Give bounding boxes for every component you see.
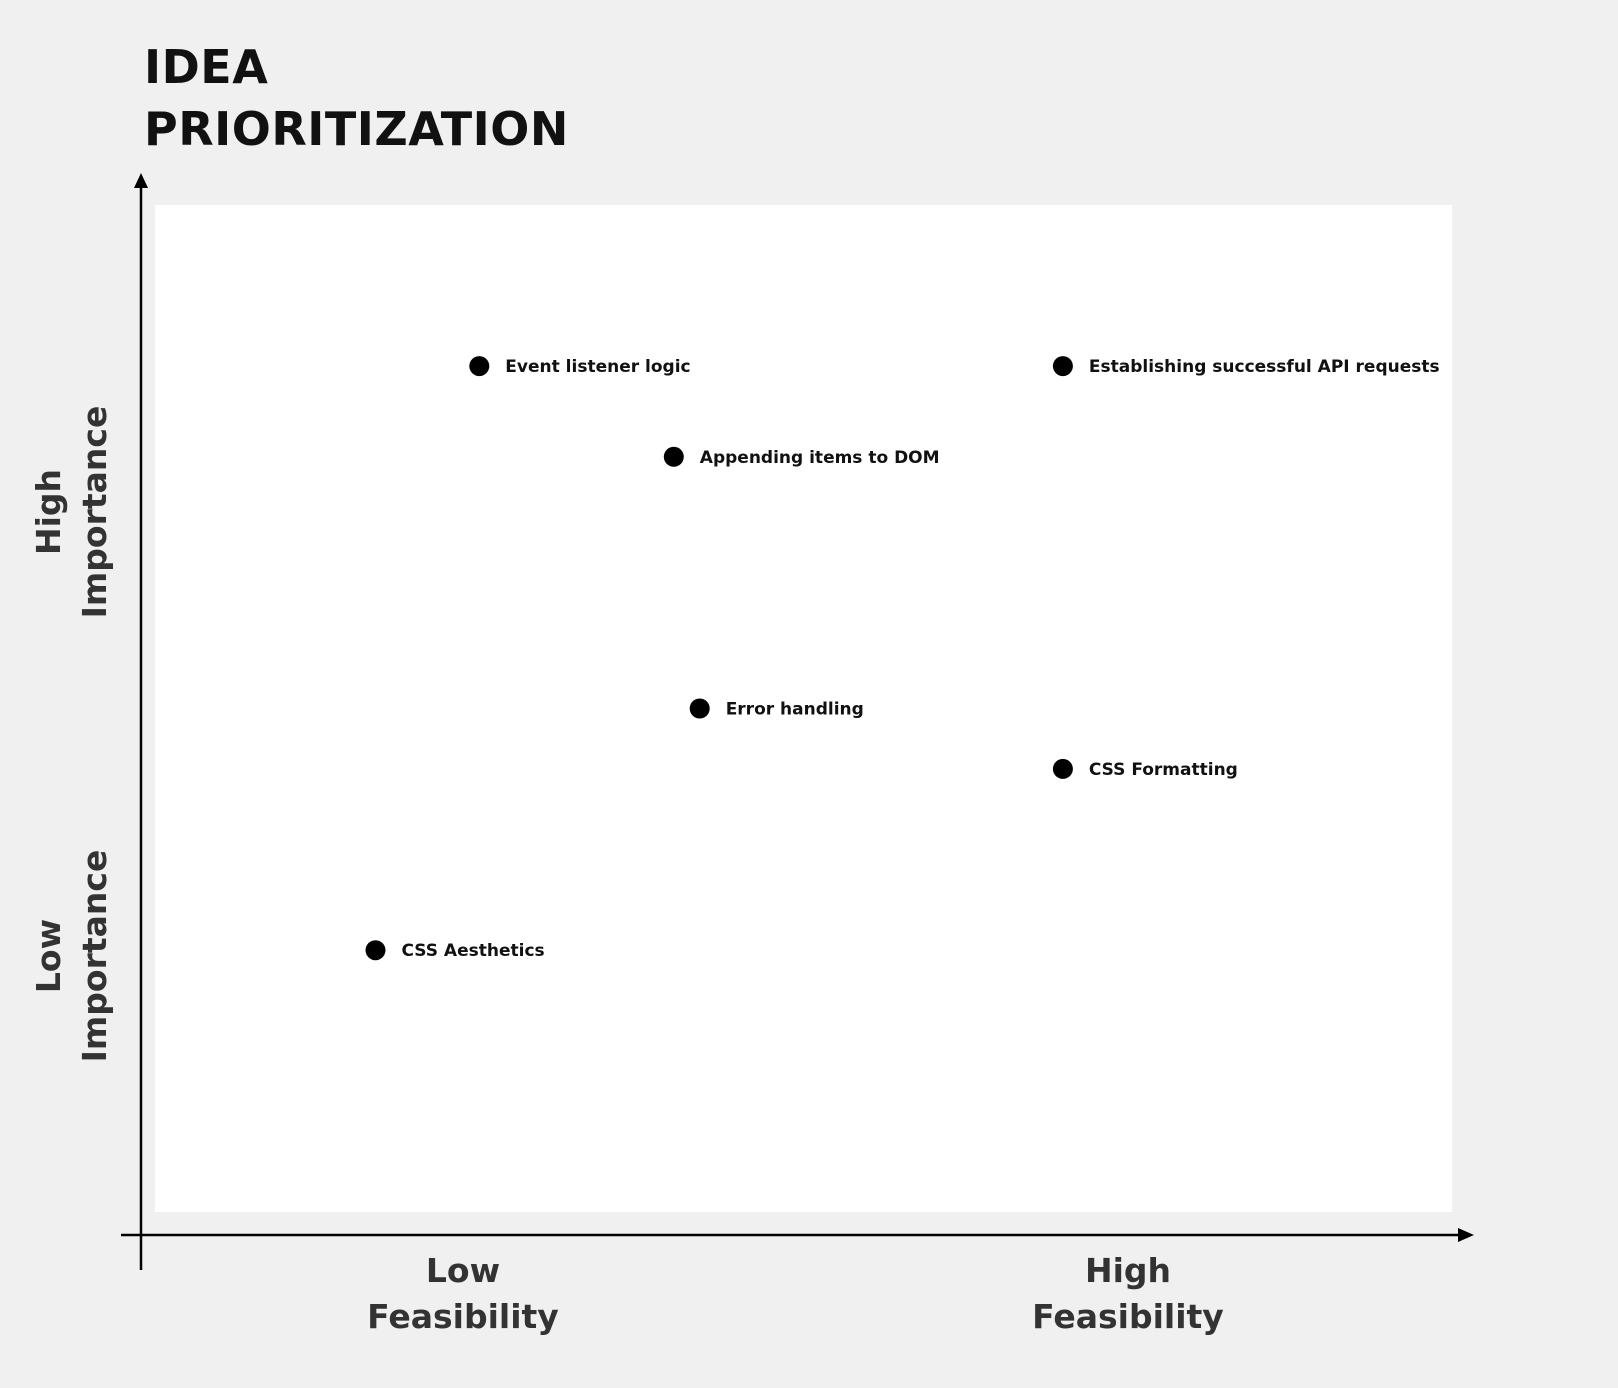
data-point-1 [469, 356, 490, 377]
page-title: IDEA PRIORITIZATION [144, 36, 704, 160]
title-line-1: IDEA [144, 40, 269, 94]
data-point-label-1: Event listener logic [505, 357, 690, 377]
data-points: Event listener logic Establishing success… [365, 356, 1440, 961]
y-axis-label-low-line2: Importance [75, 849, 114, 1063]
x-axis-label-high-line1: High [1084, 1251, 1172, 1290]
x-axis-label-high-line2: Feasibility [1032, 1297, 1224, 1336]
y-axis-arrow-icon [134, 173, 148, 188]
x-axis-label-high: High Feasibility [948, 1248, 1308, 1340]
x-axis-label-low-line2: Feasibility [367, 1297, 559, 1336]
title-line-2: PRIORITIZATION [144, 102, 569, 156]
y-axis-label-high: High Importance [26, 362, 136, 662]
data-point-6 [365, 940, 386, 961]
x-axis-label-low-line1: Low [425, 1251, 501, 1290]
plot-area [155, 205, 1452, 1212]
data-point-label-2: Establishing successful API requests [1089, 357, 1440, 377]
data-point-label-6: CSS Aesthetics [402, 941, 545, 961]
data-point-4 [689, 698, 710, 719]
data-point-2 [1052, 356, 1073, 377]
data-point-label-5: CSS Formatting [1089, 760, 1238, 780]
x-axis-label-low: Low Feasibility [283, 1248, 643, 1340]
y-axis-label-low: Low Importance [26, 806, 136, 1106]
data-point-5 [1052, 758, 1073, 779]
x-axis-arrow-icon [1458, 1228, 1474, 1242]
data-point-label-3: Appending items to DOM [700, 448, 940, 468]
y-axis-label-high-line1: High [29, 468, 68, 556]
data-point-3 [663, 446, 684, 467]
y-axis-label-high-line2: Importance [75, 405, 114, 619]
data-point-label-4: Error handling [726, 700, 864, 720]
y-axis-label-low-line1: Low [29, 918, 68, 994]
